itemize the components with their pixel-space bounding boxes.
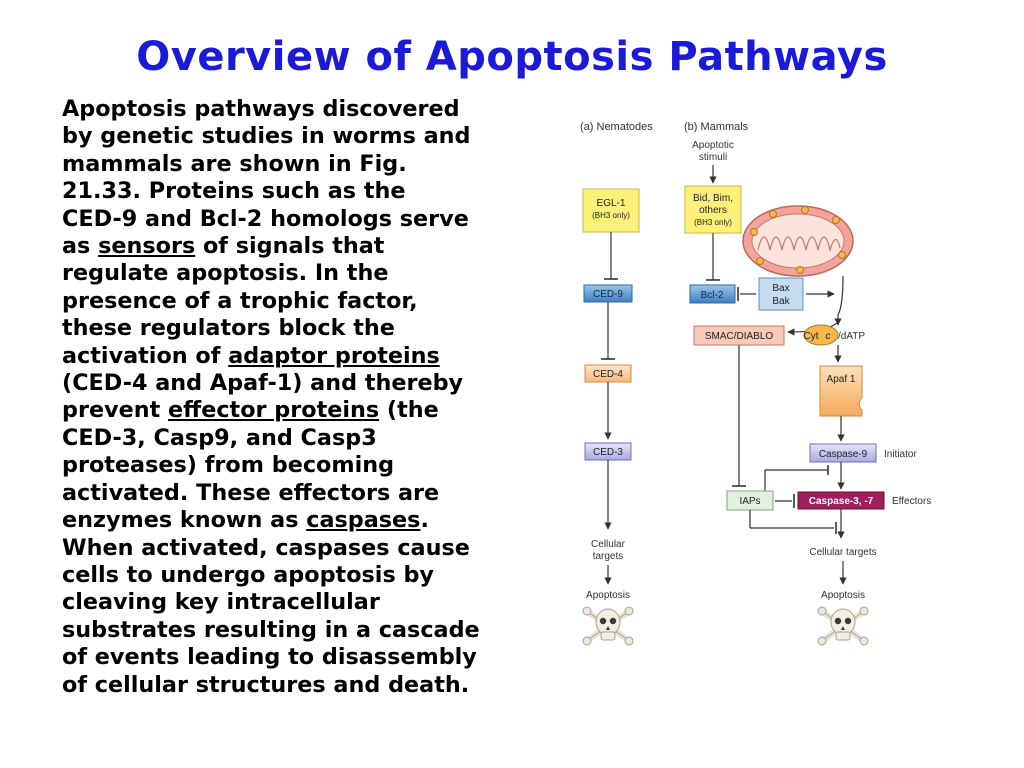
nematode-targets-label-2: targets — [593, 551, 624, 562]
apoptosis-pathway-diagram: (a) Nematodes (b) Mammals EGL-1 (BH3 onl… — [580, 121, 931, 670]
bcl2-box — [689, 284, 736, 304]
effectors-label: Effectors — [892, 496, 931, 507]
egl1-label: EGL-1 — [597, 198, 626, 209]
body-line: proteases) from becoming — [62, 452, 532, 479]
bak-label: Bak — [772, 296, 790, 307]
body-text-segment: prevent — [62, 397, 169, 424]
underlined-term: adaptor proteins — [228, 342, 440, 369]
datp-label: /dATP — [838, 331, 865, 342]
body-line: by genetic studies in worms and — [62, 123, 532, 150]
body-line: presence of a trophic factor, — [62, 288, 532, 315]
apaf1-label: Apaf 1 — [827, 374, 856, 385]
ced3-label: CED-3 — [593, 447, 623, 458]
body-text-segment: activated. These effectors are — [62, 479, 440, 506]
body-text-segment: cells to undergo apoptosis by — [62, 561, 434, 588]
underlined-term: sensors — [98, 233, 196, 260]
body-line: cleaving key intracellular — [62, 589, 532, 616]
body-text-segment: of cellular structures and death. — [62, 671, 470, 698]
body-text-segment: mammals are shown in Fig. — [62, 150, 407, 177]
caspase9-label: Caspase-9 — [819, 449, 868, 460]
body-line: these regulators block the — [62, 315, 532, 342]
underlined-term: caspases — [306, 507, 421, 534]
body-text-segment: of events leading to disassembly — [62, 644, 477, 671]
body-line: activation of adaptor proteins — [62, 343, 532, 370]
body-text-segment: (the — [379, 397, 439, 424]
body-line: CED-9 and Bcl-2 homologs serve — [62, 206, 532, 233]
bid-bim-box — [684, 185, 742, 234]
smac-diablo-label: SMAC/DIABLO — [705, 331, 774, 342]
body-text-segment: activation of — [62, 342, 229, 369]
body-text-segment: . — [420, 507, 429, 534]
caspase37-label: Caspase-3, -7 — [809, 496, 874, 507]
cyt-label: Cyt — [804, 331, 819, 342]
body-text-segment: presence of a trophic factor, — [62, 287, 418, 314]
body-line: as sensors of signals that — [62, 233, 532, 260]
cyt-c-oval — [803, 324, 839, 346]
body-text-segment: these regulators block the — [62, 315, 395, 342]
body-line: CED-3, Casp9, and Casp3 — [62, 425, 532, 452]
body-text-segment: enzymes known as — [62, 507, 307, 534]
body-text-segment: CED-9 and Bcl-2 homologs serve — [62, 205, 469, 232]
ced9-label: CED-9 — [593, 289, 623, 300]
egl1-sublabel: (BH3 only) — [592, 211, 630, 220]
underlined-term: effector proteins — [168, 397, 380, 424]
iaps-label: IAPs — [739, 496, 760, 507]
bid-bim-label-2: others — [699, 205, 727, 216]
mammal-skull-icon — [818, 607, 868, 645]
body-line: activated. These effectors are — [62, 480, 532, 507]
body-text-segment: substrates resulting in a cascade — [62, 616, 480, 643]
apoptotic-stimuli-label-1: Apoptotic — [692, 140, 734, 151]
caspase9-box — [809, 443, 877, 463]
nematode-apoptosis-label: Apoptosis — [586, 590, 630, 601]
body-text-segment: as — [62, 233, 99, 260]
panel-a-label: (a) Nematodes — [580, 121, 653, 133]
body-line: cells to undergo apoptosis by — [62, 562, 532, 589]
bid-bim-sublabel: (BH3 only) — [694, 218, 732, 227]
body-line: substrates resulting in a cascade — [62, 617, 532, 644]
ced4-label: CED-4 — [593, 369, 623, 380]
body-line: enzymes known as caspases. — [62, 507, 532, 534]
mitochondrion-icon — [742, 205, 854, 277]
body-line: regulate apoptosis. In the — [62, 260, 532, 287]
cyt-c-label: c — [826, 331, 831, 342]
body-line: Apoptosis pathways discovered — [62, 96, 532, 123]
nematode-skull-icon — [583, 607, 633, 645]
body-text-segment: proteases) from becoming — [62, 452, 395, 479]
body-line: 21.33. Proteins such as the — [62, 178, 532, 205]
apoptotic-stimuli-label-2: stimuli — [699, 152, 727, 163]
body-text-segment: 21.33. Proteins such as the — [62, 178, 406, 205]
slide-title: Overview of Apoptosis Pathways — [136, 34, 888, 80]
body-line: When activated, caspases cause — [62, 535, 532, 562]
body-line: mammals are shown in Fig. — [62, 151, 532, 178]
body-text-segment: (CED-4 and Apaf-1) and thereby — [62, 370, 464, 397]
bax-bak-box — [758, 277, 804, 311]
apaf1-box — [819, 365, 863, 417]
body-text-segment: by genetic studies in worms and — [62, 123, 471, 150]
bax-label: Bax — [772, 283, 789, 294]
egl1-box — [582, 188, 640, 233]
body-text-segment: Apoptosis pathways discovered — [62, 96, 460, 122]
nematode-targets-label-1: Cellular — [591, 539, 626, 550]
bcl2-label: Bcl-2 — [701, 290, 724, 301]
mammal-targets-label: Cellular targets — [809, 547, 876, 558]
body-text-segment: When activated, caspases cause — [62, 534, 470, 561]
body-line: (CED-4 and Apaf-1) and thereby — [62, 370, 532, 397]
body-text-segment: of signals that — [195, 233, 385, 260]
body-text-segment: CED-3, Casp9, and Casp3 — [62, 424, 377, 451]
mito-release-arrow — [837, 275, 844, 322]
body-line: of cellular structures and death. — [62, 672, 532, 699]
bid-bim-label-1: Bid, Bim, — [693, 193, 733, 204]
body-line: of events leading to disassembly — [62, 644, 532, 671]
body-line: prevent effector proteins (the — [62, 397, 532, 424]
body-text-segment: cleaving key intracellular — [62, 589, 380, 616]
initiator-label: Initiator — [884, 449, 917, 460]
mammal-apoptosis-label: Apoptosis — [821, 590, 865, 601]
panel-b-label: (b) Mammals — [684, 121, 749, 133]
body-text-segment: regulate apoptosis. In the — [62, 260, 389, 287]
